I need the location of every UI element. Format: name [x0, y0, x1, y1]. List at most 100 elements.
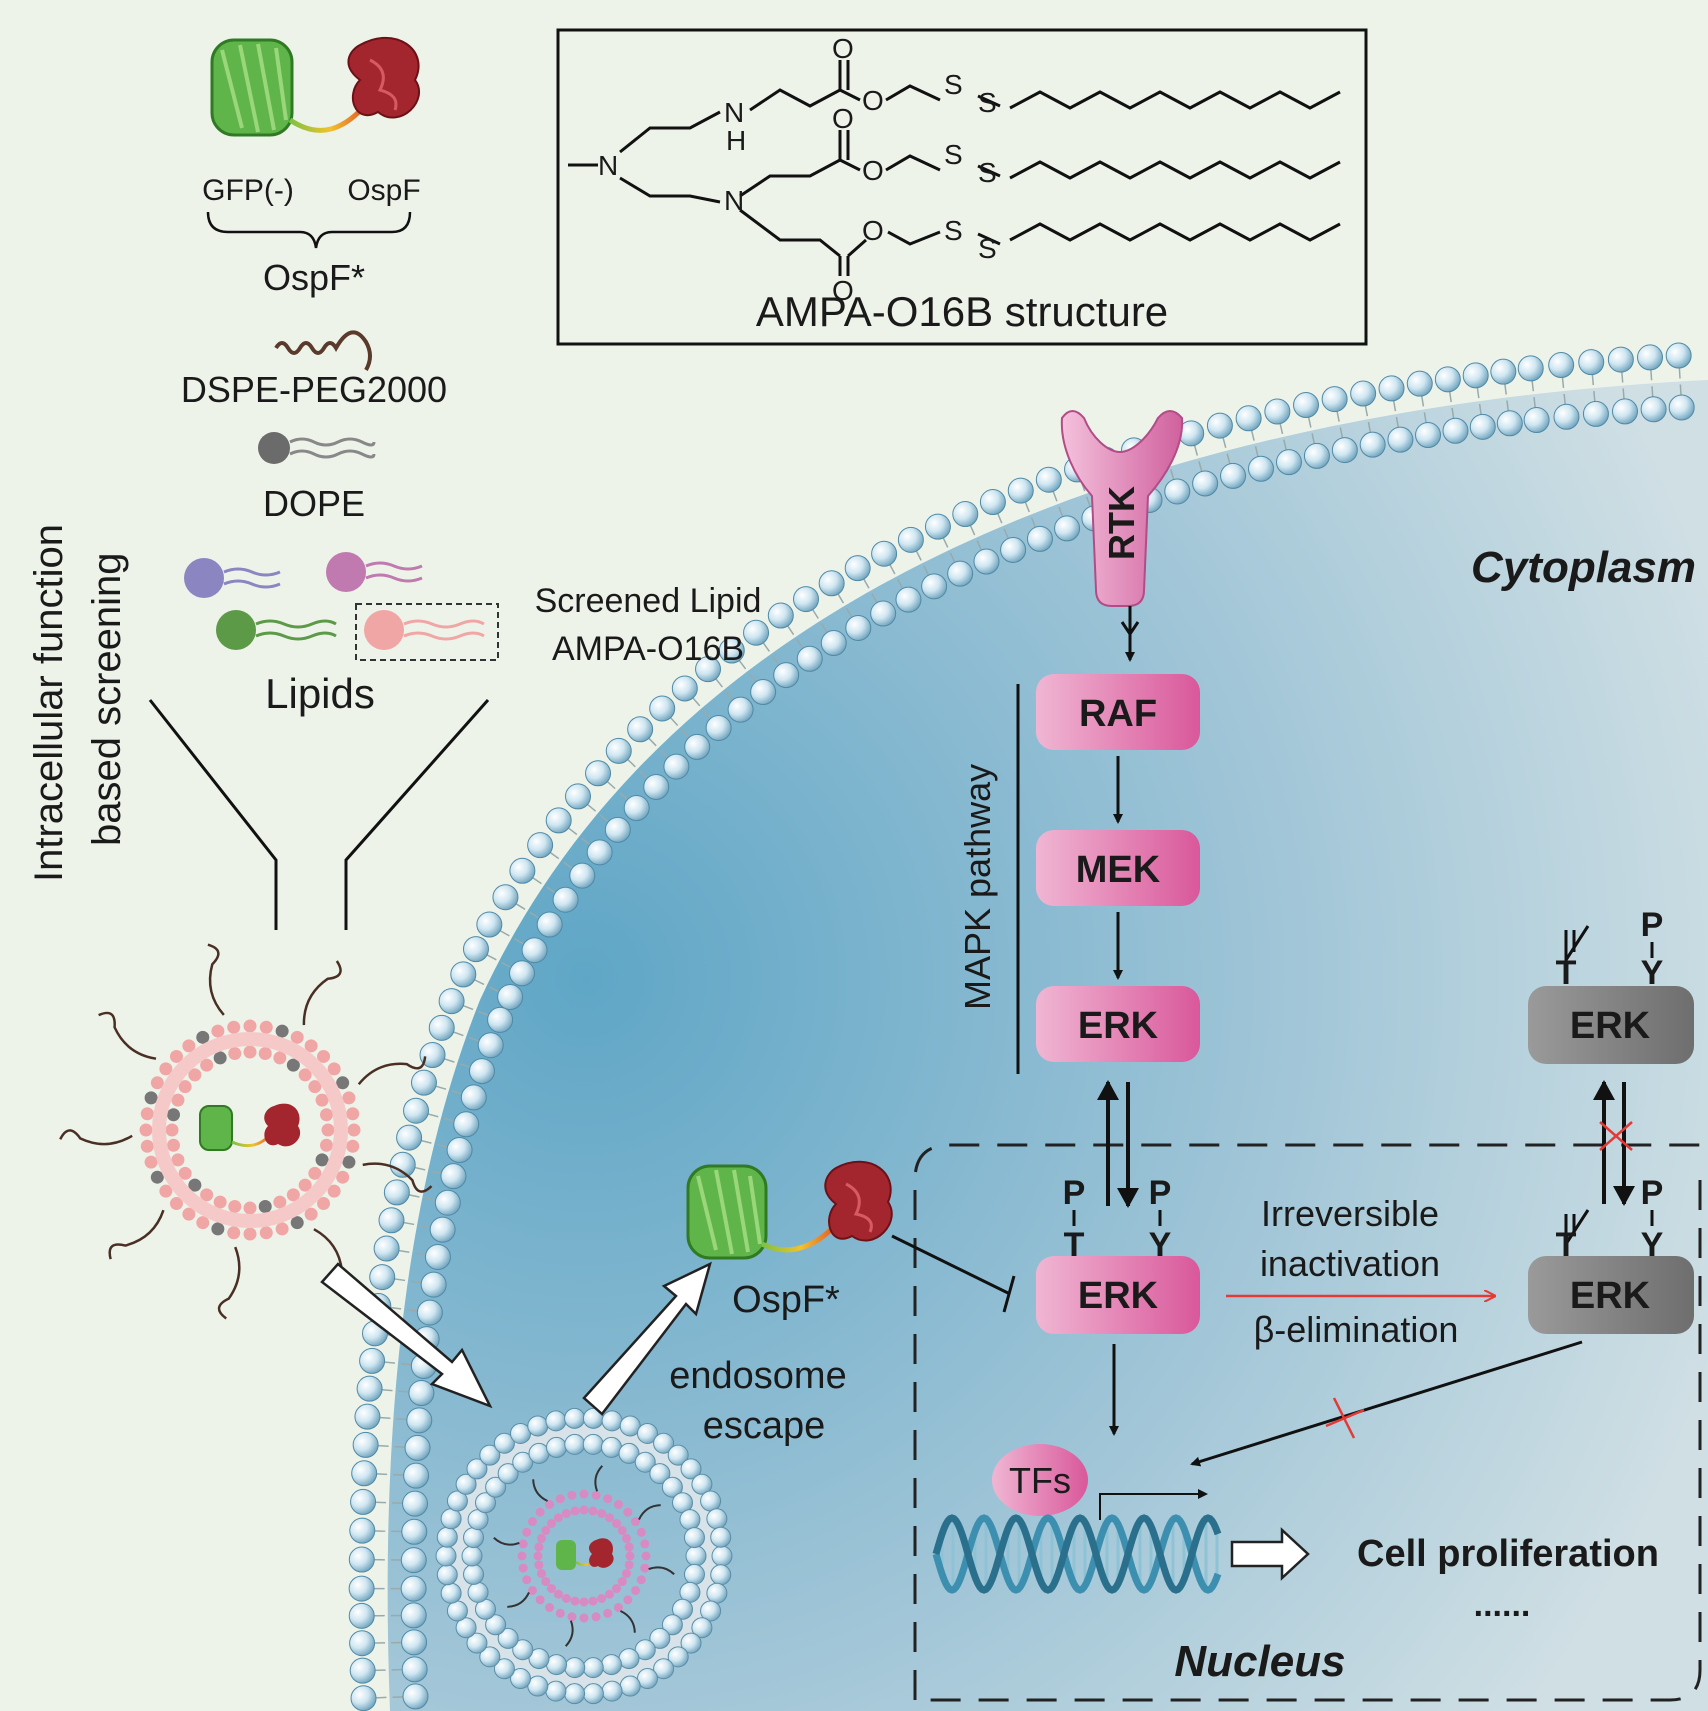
inner-nanoparticle-head: [605, 1589, 615, 1599]
lipid-head: [477, 1032, 504, 1059]
lipid-head: [973, 548, 1000, 575]
lipid-head: [403, 1462, 430, 1489]
lipid-head: [450, 961, 477, 988]
atom-s-upper-1: S: [944, 69, 963, 100]
nanoparticle-lipid-head: [182, 1207, 196, 1221]
lipid-head: [727, 696, 754, 723]
erk-inactive-cytoplasm-node: ERK: [1528, 986, 1694, 1064]
nanoparticle-lipid-head: [169, 1197, 183, 1211]
lipid-head: [400, 1547, 427, 1574]
lipid-head: [1434, 366, 1461, 393]
endosome-lipid-head: [600, 1654, 622, 1676]
lipid-head: [509, 857, 536, 884]
lipid-head: [356, 1375, 383, 1402]
lipid-head: [416, 1299, 443, 1326]
lipid-head: [1321, 386, 1348, 413]
rtk-to-raf-arrowhead-2: [1120, 621, 1140, 637]
lipid-pink-icon: [364, 610, 485, 650]
inner-nanoparticle-head: [522, 1527, 532, 1537]
gfp-label: GFP(-): [202, 174, 294, 207]
endosome-lipid-head: [440, 1508, 462, 1530]
lipid-head: [424, 1243, 451, 1270]
inner-nanoparticle-head: [546, 1518, 556, 1528]
endosome-lipid-head: [485, 1614, 507, 1636]
ampa-structure-box: N N H N O O S S O O S S O O S S AMPA-O16…: [556, 28, 1368, 346]
dspe-peg-icon: [274, 330, 372, 371]
nanoparticle-lipid-head: [182, 1039, 196, 1053]
endosome-lipid-head: [493, 1432, 515, 1454]
lipid-head: [1496, 410, 1523, 437]
nanoparticle-lipid-head: [347, 1123, 361, 1137]
lipid-head: [492, 884, 519, 911]
inner-nanoparticle-head: [534, 1542, 544, 1552]
lipid-head: [1220, 462, 1247, 489]
lipid-head: [434, 1189, 461, 1216]
endosome-lipid-head: [636, 1422, 658, 1444]
nanoparticle-lipid-head: [286, 1058, 300, 1072]
endosome-lipid-head: [683, 1563, 705, 1585]
lipid-head: [818, 570, 845, 597]
inner-nanoparticle-head: [561, 1509, 571, 1519]
erk-cytoplasm-node: ERK: [1036, 986, 1200, 1062]
nanoparticle-lipid-head: [320, 1108, 334, 1122]
endosome-lipid-head: [436, 1526, 458, 1548]
endosome-lipid-head: [706, 1508, 728, 1530]
lipid-head: [400, 1602, 427, 1629]
inner-nanoparticle-head: [603, 1494, 613, 1504]
endosome-lipid-head: [653, 1432, 675, 1454]
inner-nanoparticle-head: [533, 1551, 543, 1561]
nanoparticle-lipid-head: [286, 1188, 300, 1202]
lipid-head: [419, 1041, 446, 1068]
nanoparticle-lipid-head: [228, 1046, 242, 1060]
endosome-lipid-head: [672, 1598, 694, 1620]
ospf-star-cytoplasm-label: OspF*: [732, 1279, 840, 1321]
ampa-skeletal-formula: [568, 60, 1341, 276]
lipid-head: [476, 911, 503, 938]
endosome-lipid-head: [618, 1648, 640, 1670]
endosome-lipid-head: [545, 1410, 567, 1432]
nanoparticle-lipid-head: [165, 1123, 179, 1137]
lipid-head: [401, 1656, 428, 1683]
endosome-lipid-head: [512, 1451, 534, 1473]
lipid-head: [604, 816, 631, 843]
endosome-lipid-head: [446, 1600, 468, 1622]
ospf-cargo-icon: [589, 1538, 614, 1568]
dna-strand: [932, 1514, 1222, 1594]
inner-nanoparticle-head: [545, 1603, 555, 1613]
nanoparticle-lipid-head: [308, 1166, 322, 1180]
inner-nanoparticle-head: [518, 1539, 528, 1549]
cell-proliferation-label: Cell proliferation: [1357, 1533, 1659, 1575]
peg-chain: [362, 1162, 433, 1193]
lipid-head: [924, 513, 951, 540]
nanoparticle-lipid-head: [178, 1166, 192, 1180]
endosome-lipid-head: [601, 1410, 623, 1432]
lipid-head: [1303, 442, 1330, 469]
endosome-lipid-head: [691, 1473, 713, 1495]
lipid-head: [349, 1517, 376, 1544]
endosome-lipid-head: [582, 1433, 604, 1455]
inner-nanoparticle-head: [579, 1613, 589, 1623]
lipid-head: [536, 911, 563, 938]
lipid-head: [643, 773, 670, 800]
lipid-head: [1490, 358, 1517, 385]
raf-label: RAF: [1079, 693, 1157, 735]
lipid-head: [952, 501, 979, 528]
lipid-head: [359, 1347, 386, 1374]
lipid-head: [446, 1137, 473, 1164]
nanoparticle-lipid-head: [139, 1123, 153, 1137]
endosome-lipid-head: [435, 1545, 457, 1567]
lipid-head: [1293, 392, 1320, 419]
lipid-head: [1637, 344, 1664, 371]
erk-dehydro-left-bond: [1564, 1209, 1590, 1250]
funnel-icon: [148, 699, 490, 930]
erk-inactive-nucleus-label: ERK: [1570, 1275, 1651, 1317]
gfp-barrel-icon: [686, 1164, 768, 1260]
lipid-head: [487, 1006, 514, 1033]
ospf-label: OspF: [347, 174, 420, 207]
erk-p-inactive-cytoplasm: P: [1641, 906, 1664, 944]
endosome-lipid-head: [479, 1646, 501, 1668]
endosome-lipid-head: [710, 1526, 732, 1548]
nanoparticle-lipid-head: [320, 1138, 334, 1152]
inner-nanoparticle-head: [553, 1513, 563, 1523]
endosome-lipid-head: [546, 1654, 568, 1676]
